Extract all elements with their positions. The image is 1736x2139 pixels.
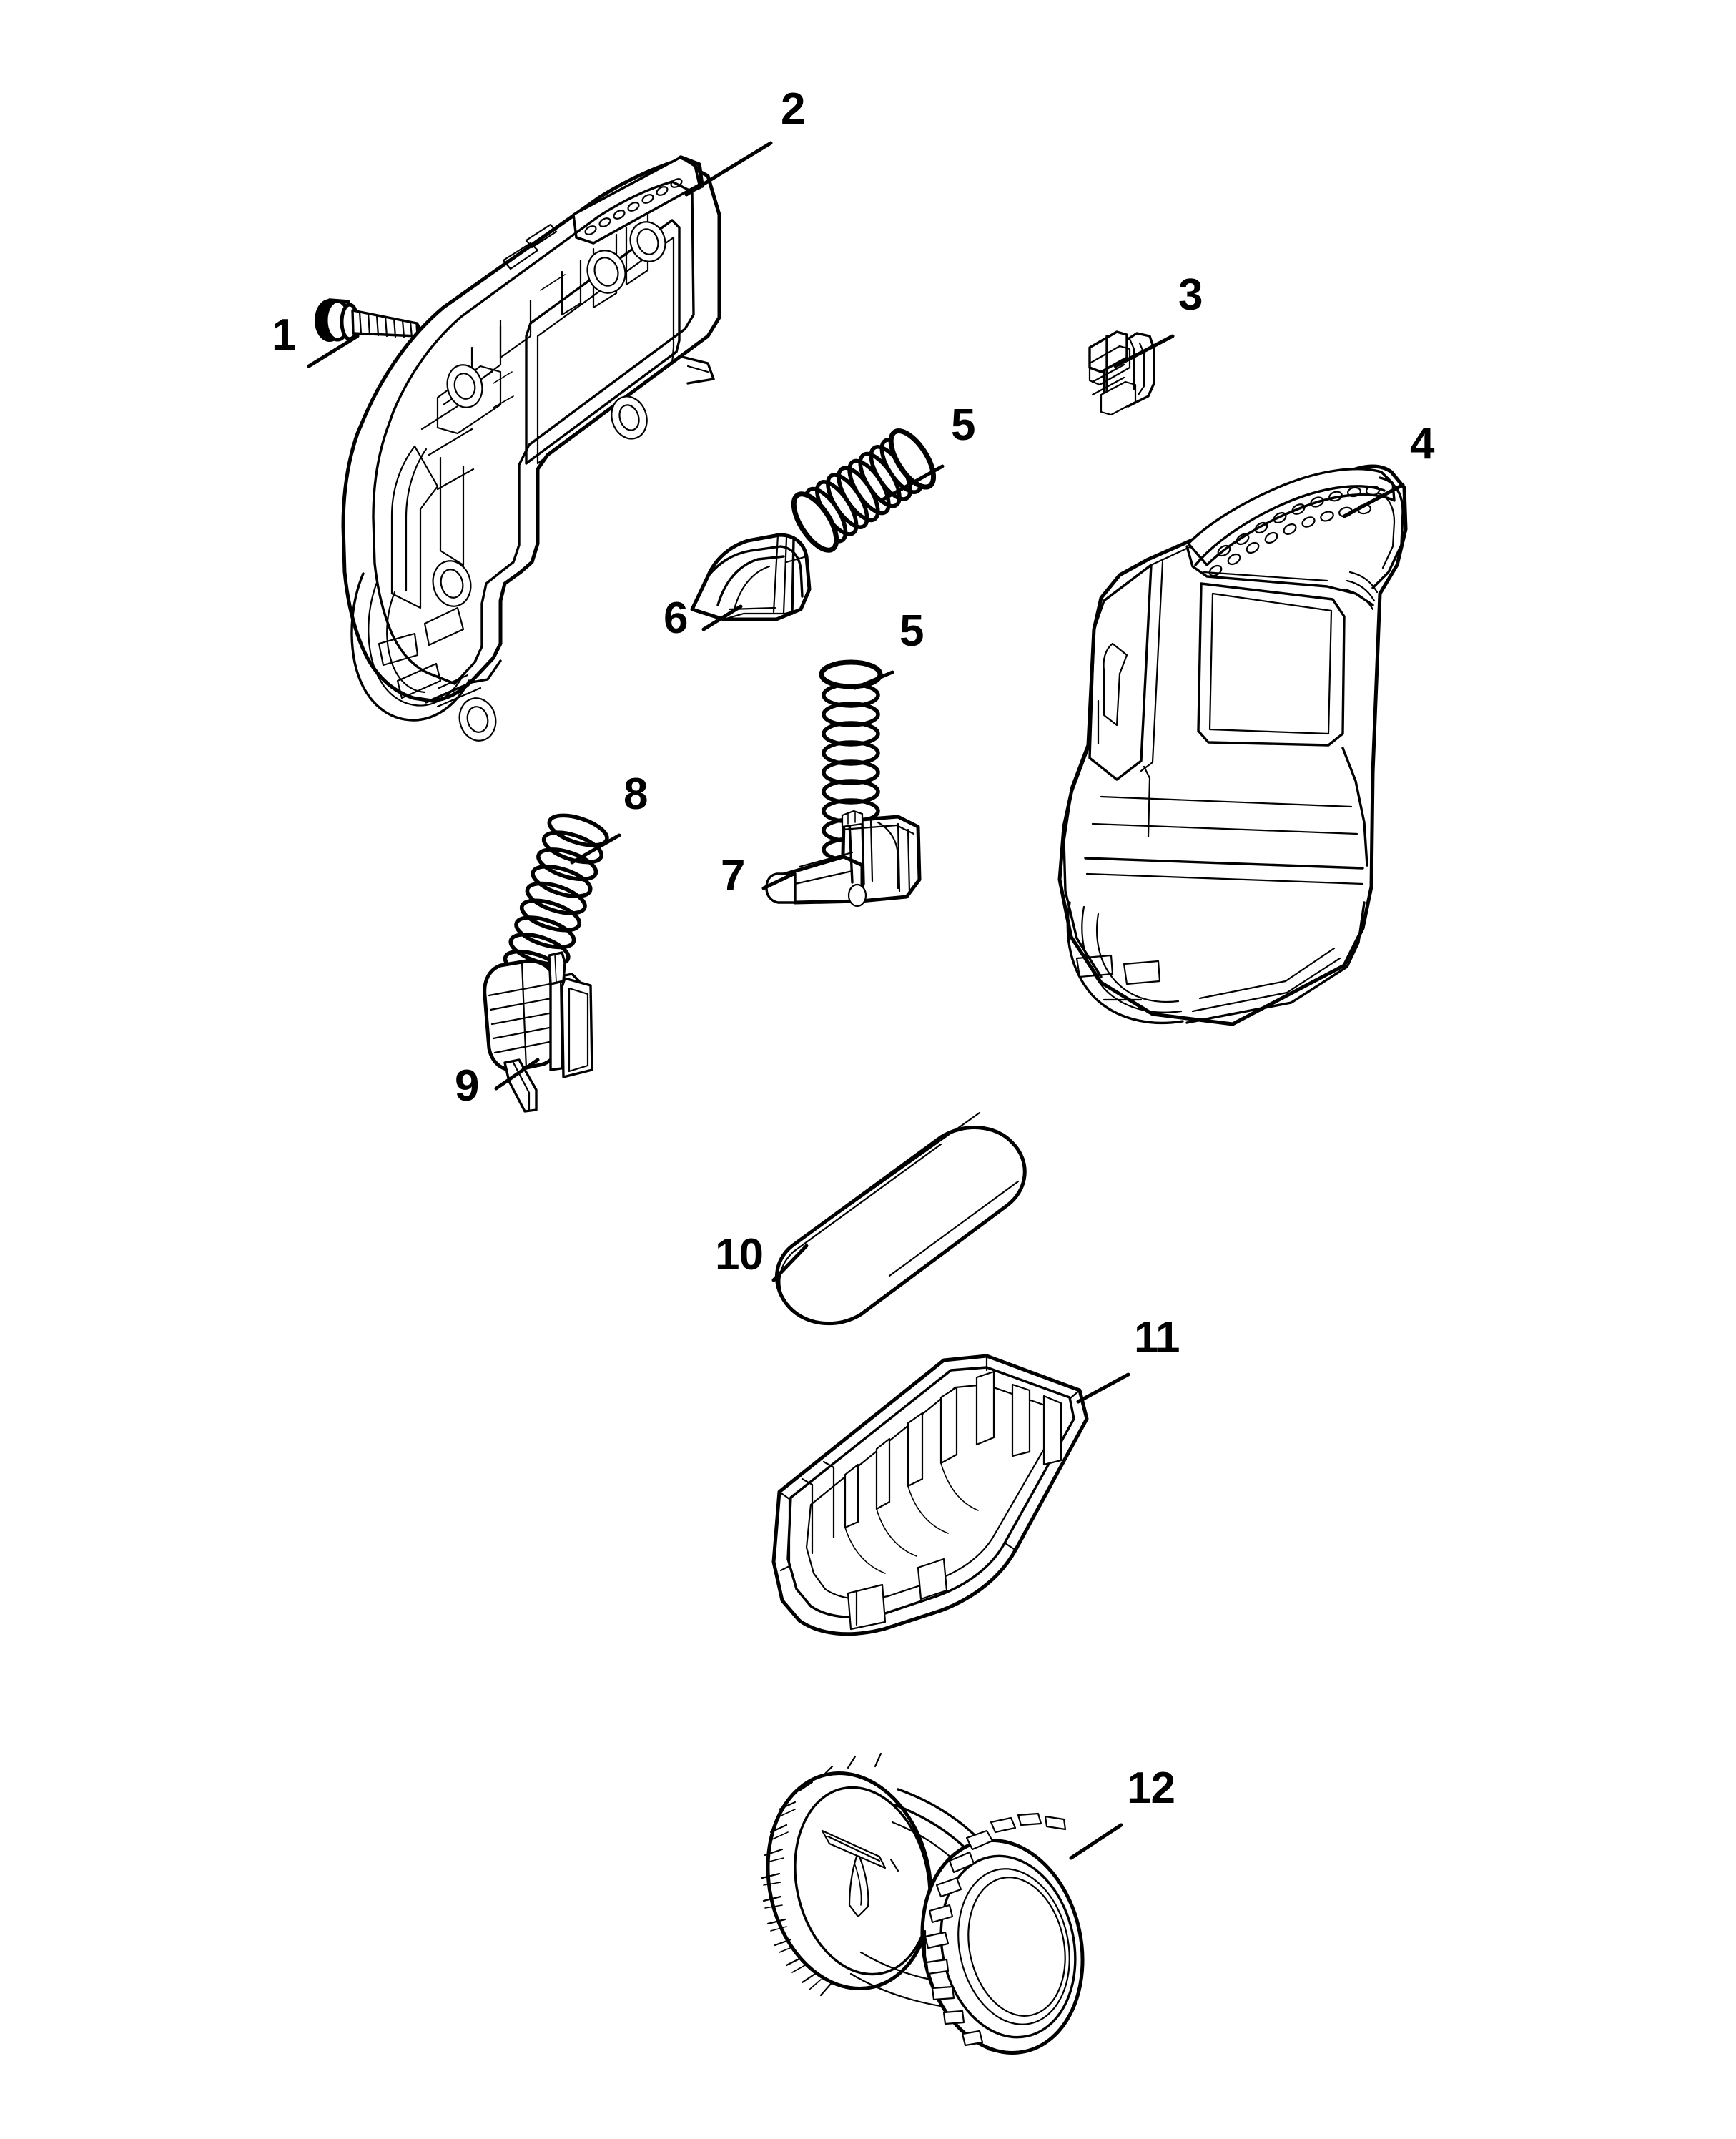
leader-1 [307, 334, 360, 368]
filter-cap-ring [920, 1812, 1085, 2055]
leader-lines [307, 141, 1405, 1860]
callout-label-10: 10 [715, 1230, 764, 1279]
callout-label-5b: 5 [899, 606, 924, 656]
part-battery-pack [775, 1111, 1027, 1326]
callout-label-12: 12 [1127, 1764, 1175, 1813]
callout-label-4: 4 [1410, 419, 1434, 468]
callout-label-8: 8 [623, 769, 648, 819]
callout-label-2: 2 [781, 84, 805, 134]
leader-8 [570, 833, 621, 865]
leader-4 [1342, 483, 1405, 518]
callout-label-5a: 5 [951, 400, 975, 450]
part-filter-and-cap-assembly [761, 1752, 1085, 2055]
leader-2 [684, 141, 773, 197]
filter-frame-ring [761, 1752, 1029, 2021]
callout-label-7: 7 [721, 851, 745, 900]
part-latch-slide [765, 810, 922, 908]
callout-label-9: 9 [455, 1061, 479, 1111]
leader-3 [1113, 334, 1175, 368]
leader-11 [1076, 1372, 1130, 1404]
leader-5b [853, 670, 894, 690]
part-compression-spring-upper [791, 428, 937, 553]
part-left-housing-half [341, 155, 721, 742]
leader-7 [761, 872, 796, 890]
callout-label-6: 6 [664, 594, 688, 643]
part-nozzle-tip [690, 533, 812, 621]
leader-6 [701, 604, 743, 631]
part-dust-cup [771, 1354, 1089, 1636]
callout-label-3: 3 [1178, 270, 1203, 320]
part-switch-actuator [1088, 330, 1155, 416]
part-right-housing-half [1057, 464, 1408, 1026]
part-screw [315, 298, 421, 342]
callout-label-1: 1 [272, 310, 296, 360]
leader-9 [494, 1058, 540, 1091]
callout-label-11: 11 [1134, 1313, 1180, 1362]
leader-12 [1069, 1823, 1123, 1860]
leader-10 [771, 1244, 809, 1282]
leader-5a [879, 464, 945, 503]
